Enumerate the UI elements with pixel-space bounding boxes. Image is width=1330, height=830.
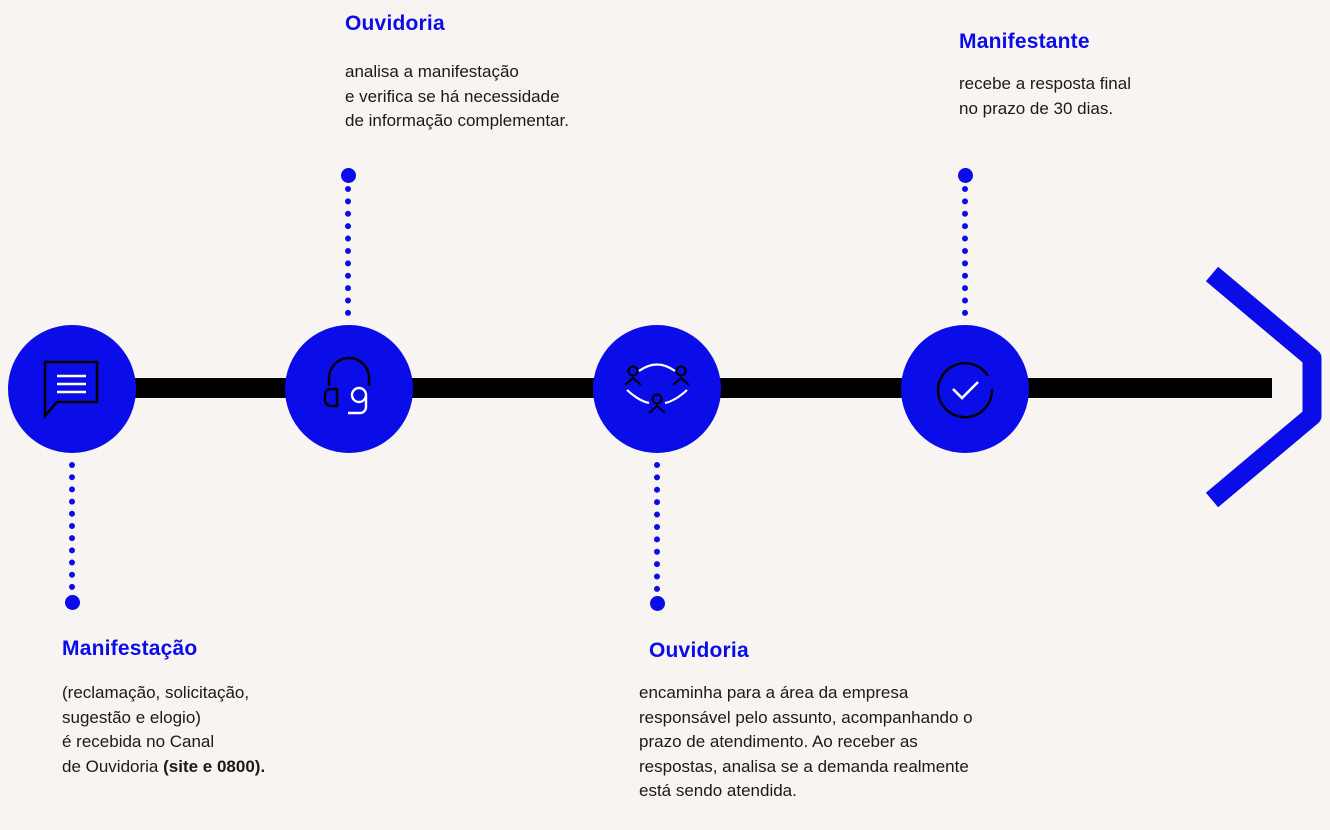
step-3-line: respostas, analisa se a demanda realment… <box>639 756 969 776</box>
step-4-text: recebe a resposta final no prazo de 30 d… <box>959 72 1131 121</box>
step-2-line: analisa a manifestação <box>345 62 519 81</box>
step-4-connector <box>962 186 968 316</box>
step-1-line: (reclamação, solicitação, <box>62 683 250 702</box>
step-3-title: Ouvidoria <box>649 639 749 662</box>
step-4-title: Manifestante <box>959 30 1090 53</box>
step-3-line: prazo de atendimento. Ao receber as <box>639 732 918 751</box>
step-4-line: no prazo de 30 dias. <box>959 98 1114 118</box>
step-4-circle <box>901 325 1029 453</box>
step-3-line: está sendo atendida. <box>639 781 797 800</box>
step-3-dot <box>650 596 665 611</box>
step-1-line: sugestão e elogio) <box>62 707 201 727</box>
step-1-line: é recebida no Canal <box>62 732 215 751</box>
step-2-dot <box>341 168 356 183</box>
chevron-right-icon <box>1205 266 1322 508</box>
step-3-connector <box>654 462 660 592</box>
headset-icon <box>323 356 371 415</box>
step-4-dot <box>958 168 973 183</box>
people-network-icon <box>624 363 690 414</box>
step-3-line: encaminha para a área da empresa <box>639 683 909 702</box>
step-1-circle <box>8 325 136 453</box>
step-1-dot <box>65 595 80 610</box>
step-1-line-prefix: de Ouvidoria <box>62 756 164 776</box>
step-1-line: de Ouvidoria (site e 0800). <box>62 755 265 780</box>
chat-message-icon <box>43 360 99 420</box>
step-3-text: encaminha para a área da empresa respons… <box>639 681 973 804</box>
step-2-line: e verifica se há necessidade <box>345 86 560 106</box>
step-1-connector <box>69 462 75 590</box>
step-1-line-bold: (site e 0800). <box>163 756 266 776</box>
step-2-title: Ouvidoria <box>345 12 445 35</box>
check-circle-icon <box>936 362 994 419</box>
step-1-text: (reclamação, solicitação, sugestão e elo… <box>62 681 265 779</box>
step-2-line: de informação complementar. <box>345 111 569 130</box>
step-2-text: analisa a manifestação e verifica se há … <box>345 60 569 134</box>
step-4-line: recebe a resposta final <box>959 74 1131 93</box>
step-2-connector <box>345 186 351 316</box>
step-1-title: Manifestação <box>62 637 198 660</box>
step-3-line: responsável pelo assunto, acompanhando o <box>639 707 973 727</box>
step-2-circle <box>285 325 413 453</box>
step-3-circle <box>593 325 721 453</box>
